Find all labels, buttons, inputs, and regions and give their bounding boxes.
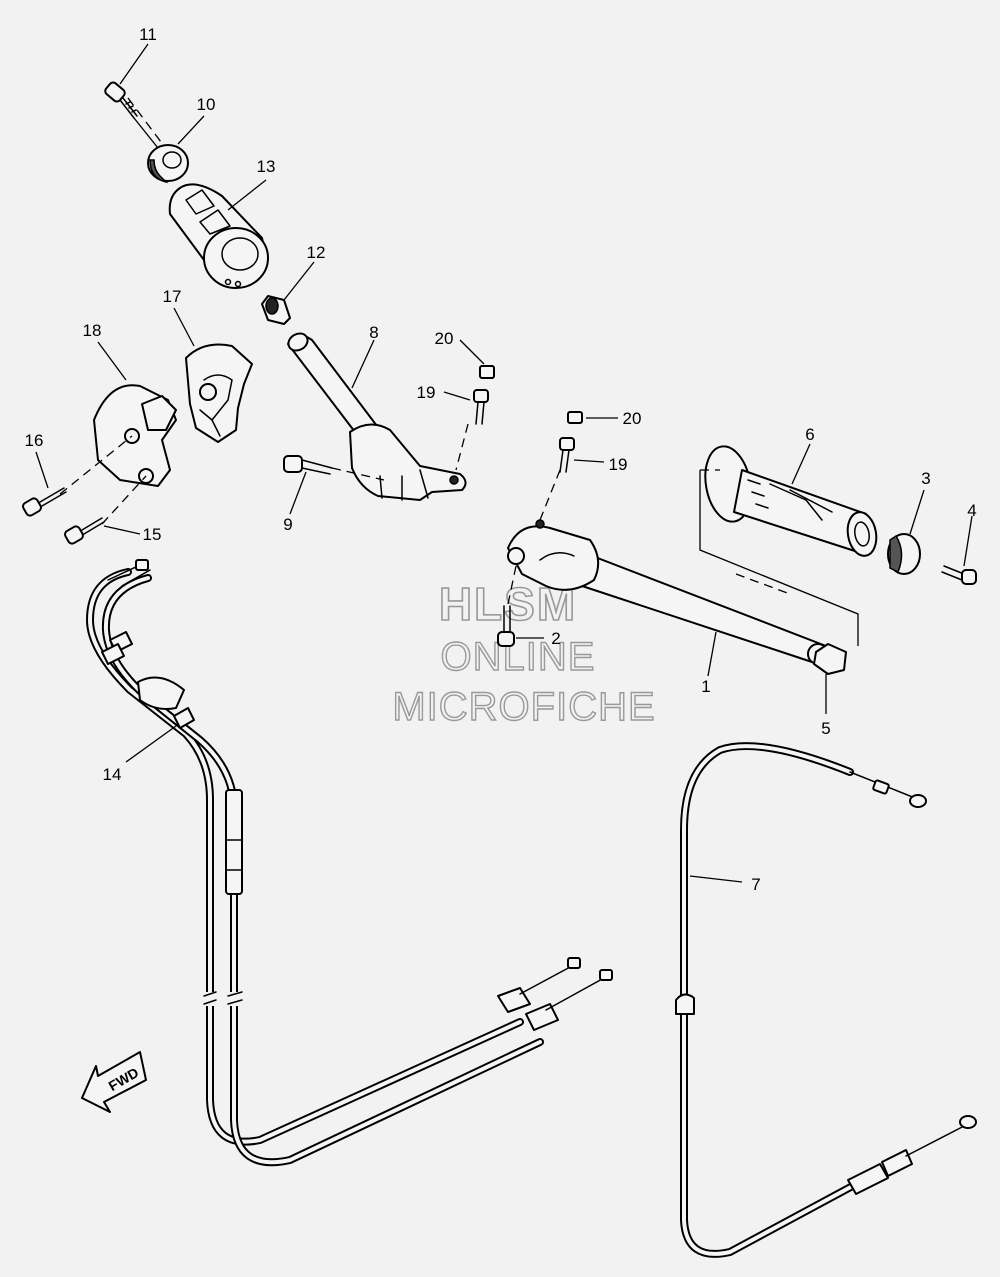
- part-8-left-handlebar: [287, 332, 467, 501]
- callout-6: 6: [805, 425, 814, 444]
- watermark-line-3: MICROFICHE: [392, 685, 655, 729]
- callout-19-left: 19: [417, 383, 436, 402]
- callout-labels: 11 10 13 12 17 8 18 20 19 20 6 16 19 3 4…: [25, 25, 977, 894]
- part-20-nut-left: [479, 365, 495, 379]
- part-15-screw: [64, 517, 105, 545]
- part-4-bolt: [941, 565, 977, 585]
- callout-4: 4: [967, 501, 976, 520]
- callout-9: 9: [283, 515, 292, 534]
- callout-20-left: 20: [435, 329, 454, 348]
- callout-19-right: 19: [609, 455, 628, 474]
- part-10-bar-end-weight: [147, 144, 189, 184]
- part-1-right-handlebar: [507, 519, 829, 665]
- part-7-clutch-cable: [675, 742, 977, 1258]
- part-19-bolt-left: [473, 389, 489, 425]
- part-17-switch-housing: [185, 343, 253, 443]
- callout-11: 11: [139, 25, 157, 44]
- fwd-arrow-icon: FWD: [81, 1051, 147, 1113]
- part-9-clamp-bolt: [283, 455, 333, 475]
- callout-8: 8: [369, 323, 378, 342]
- callout-14: 14: [103, 765, 122, 784]
- part-13-left-grip: [168, 183, 269, 289]
- callout-17: 17: [163, 287, 182, 306]
- callout-15: 15: [143, 525, 162, 544]
- leader-lines: [35, 43, 973, 883]
- part-18-switch-cover: [93, 384, 177, 487]
- callout-2: 2: [551, 629, 560, 648]
- callout-12: 12: [307, 243, 326, 262]
- callout-7: 7: [751, 875, 760, 894]
- part-16-screw: [22, 487, 67, 517]
- part-11-bolt: [104, 81, 138, 119]
- part-5-collar: [813, 643, 847, 675]
- part-14-throttle-cables: [86, 559, 613, 1167]
- callout-18: 18: [83, 321, 102, 340]
- callout-10: 10: [197, 95, 216, 114]
- callout-5: 5: [821, 719, 830, 738]
- part-6-right-grip: [704, 445, 878, 557]
- watermark-line-2: ONLINE: [441, 635, 596, 679]
- watermark: HLSM ONLINE MICROFICHE: [392, 577, 656, 730]
- part-2-clamp-bolt: [497, 605, 515, 647]
- callout-20-right: 20: [623, 409, 642, 428]
- part-20-nut-right: [567, 411, 583, 424]
- callout-16: 16: [25, 431, 44, 450]
- part-12-collar: [261, 295, 291, 325]
- part-3-bar-end-weight: [887, 533, 921, 575]
- part-19-bolt-right: [559, 437, 575, 473]
- callout-1: 1: [701, 677, 710, 696]
- callout-13: 13: [257, 157, 276, 176]
- callout-3: 3: [921, 469, 930, 488]
